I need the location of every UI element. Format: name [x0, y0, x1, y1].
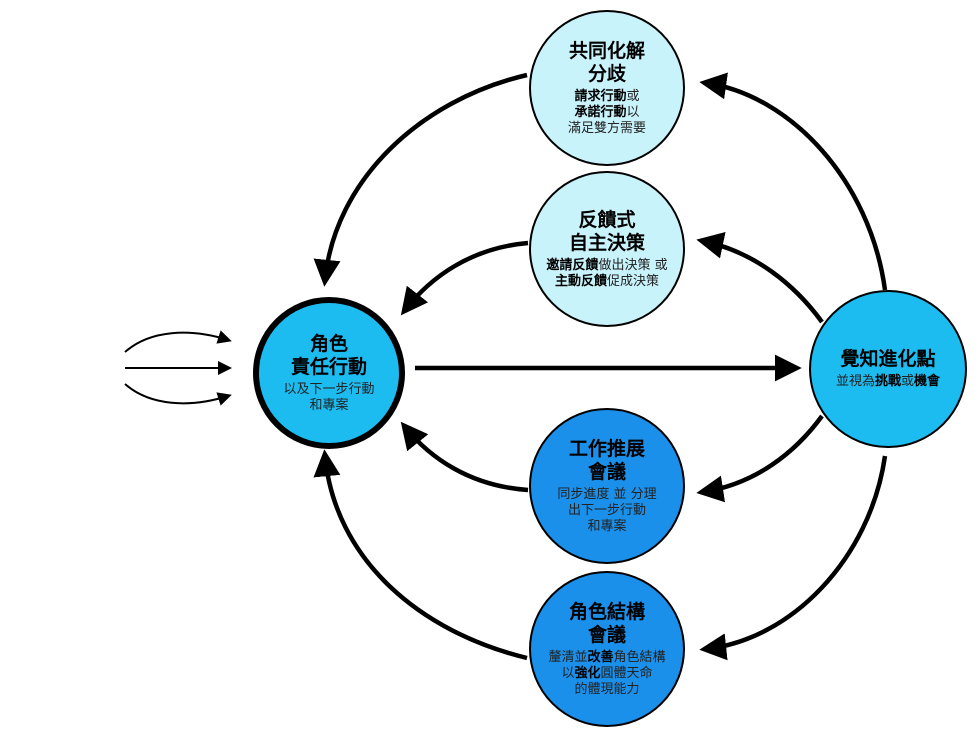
emphasis-request-action: 請求行動 [574, 88, 627, 104]
node-subtitle: 釐清並改善角色結構 以強化圓體天命 的體現能力 [548, 650, 665, 698]
subtitle-text: 做出決策 或 [598, 257, 668, 273]
node-subtitle-line1: 釐清並改善角色結構 [548, 650, 665, 666]
node-subtitle-line3: 滿足雙方需要 [567, 120, 646, 136]
node-subtitle: 請求行動或 承諾行動以 滿足雙方需要 [568, 89, 646, 137]
node-awareness-point: 覺知進化點 並視為挑戰或機會 [809, 290, 967, 448]
node-title-line1: 角色結構 [568, 600, 645, 623]
subtitle-text: 圓體天命 [600, 665, 653, 681]
emphasis-commit-action: 承諾行動 [574, 104, 627, 120]
node-subtitle-line2: 主動反饋促成決策 [546, 274, 667, 290]
node-subtitle: 以及下一步行動 和專案 [283, 382, 374, 414]
subtitle-text: 釐清並 [548, 649, 588, 665]
node-subtitle: 同步進度 並 分理 出下一步行動 和專案 [557, 487, 656, 535]
incoming-arrow-top [124, 330, 232, 353]
arrow-awareness-to-tactical [696, 414, 824, 503]
node-title-line2: 責任行動 [290, 355, 367, 378]
node-subtitle: 並視為挑戰或機會 [836, 374, 940, 390]
subtitle-text: 以 [561, 665, 575, 681]
node-subtitle-line1: 同步進度 並 分理 [557, 486, 657, 502]
arrow-awareness-to-governance [699, 455, 888, 661]
node-title: 覺知進化點 [840, 348, 936, 370]
node-title-line1: 共同化解 [568, 39, 645, 62]
emphasis-opportunity: 機會 [914, 374, 941, 389]
subtitle-text: 角色結構 [613, 649, 666, 665]
emphasis-invite-feedback: 邀請反饋 [546, 257, 599, 273]
emphasis-improve: 改善 [587, 649, 614, 665]
node-title-line2: 會議 [587, 623, 626, 646]
node-title-line1: 工作推展 [568, 437, 645, 460]
node-subtitle-line1: 請求行動或 [568, 89, 646, 105]
node-subtitle-line3: 和專案 [587, 518, 627, 534]
node-subtitle-line3: 的體現能力 [574, 681, 640, 697]
node-title-line2: 分歧 [587, 62, 626, 85]
emphasis-strengthen: 強化 [574, 665, 601, 681]
node-subtitle-line2: 以強化圓體天命 [548, 666, 665, 682]
subtitle-text: 促成決策 [607, 273, 660, 289]
subtitle-text: 並視為 [835, 374, 875, 389]
arrow-resolve-to-responsibility [313, 72, 528, 287]
arrow-tactical-to-responsibility [400, 421, 529, 493]
node-subtitle-line2: 和專案 [309, 397, 349, 413]
arrow-awareness-to-resolve [699, 72, 888, 291]
node-title-line2: 會議 [587, 460, 626, 483]
node-subtitle: 邀請反饋做出決策 或 主動反饋促成決策 [546, 258, 667, 290]
node-title-line1: 角色 [309, 332, 348, 355]
arrow-feedback-to-responsibility [400, 240, 529, 316]
node-tactical-meeting: 工作推展 會議 同步進度 並 分理 出下一步行動 和專案 [529, 408, 685, 564]
node-resolve-conflict: 共同化解 分歧 請求行動或 承諾行動以 滿足雙方需要 [529, 10, 685, 166]
node-governance-meeting: 角色結構 會議 釐清並改善角色結構 以強化圓體天命 的體現能力 [529, 571, 685, 727]
node-subtitle-line2: 出下一步行動 [567, 502, 646, 518]
emphasis-challenge: 挑戰 [874, 374, 901, 389]
node-feedback-decision: 反饋式 自主決策 邀請反饋做出決策 或 主動反饋促成決策 [529, 171, 685, 327]
subtitle-text: 以 [626, 104, 640, 120]
node-subtitle-line1: 邀請反饋做出決策 或 [546, 258, 667, 274]
incoming-arrow-bottom [124, 383, 232, 406]
subtitle-text: 或 [626, 88, 640, 104]
node-title-line1: 反饋式 [578, 208, 636, 231]
node-title-line2: 自主決策 [568, 231, 645, 254]
arrow-governance-to-responsibility [313, 449, 528, 661]
emphasis-offer-feedback: 主動反饋 [554, 273, 607, 289]
node-subtitle-line1: 以及下一步行動 [283, 381, 375, 397]
arrow-awareness-to-feedback [696, 231, 824, 324]
node-role-responsibility: 角色 責任行動 以及下一步行動 和專案 [253, 297, 405, 449]
subtitle-text: 或 [901, 374, 915, 389]
node-subtitle-line2: 承諾行動以 [568, 105, 646, 121]
